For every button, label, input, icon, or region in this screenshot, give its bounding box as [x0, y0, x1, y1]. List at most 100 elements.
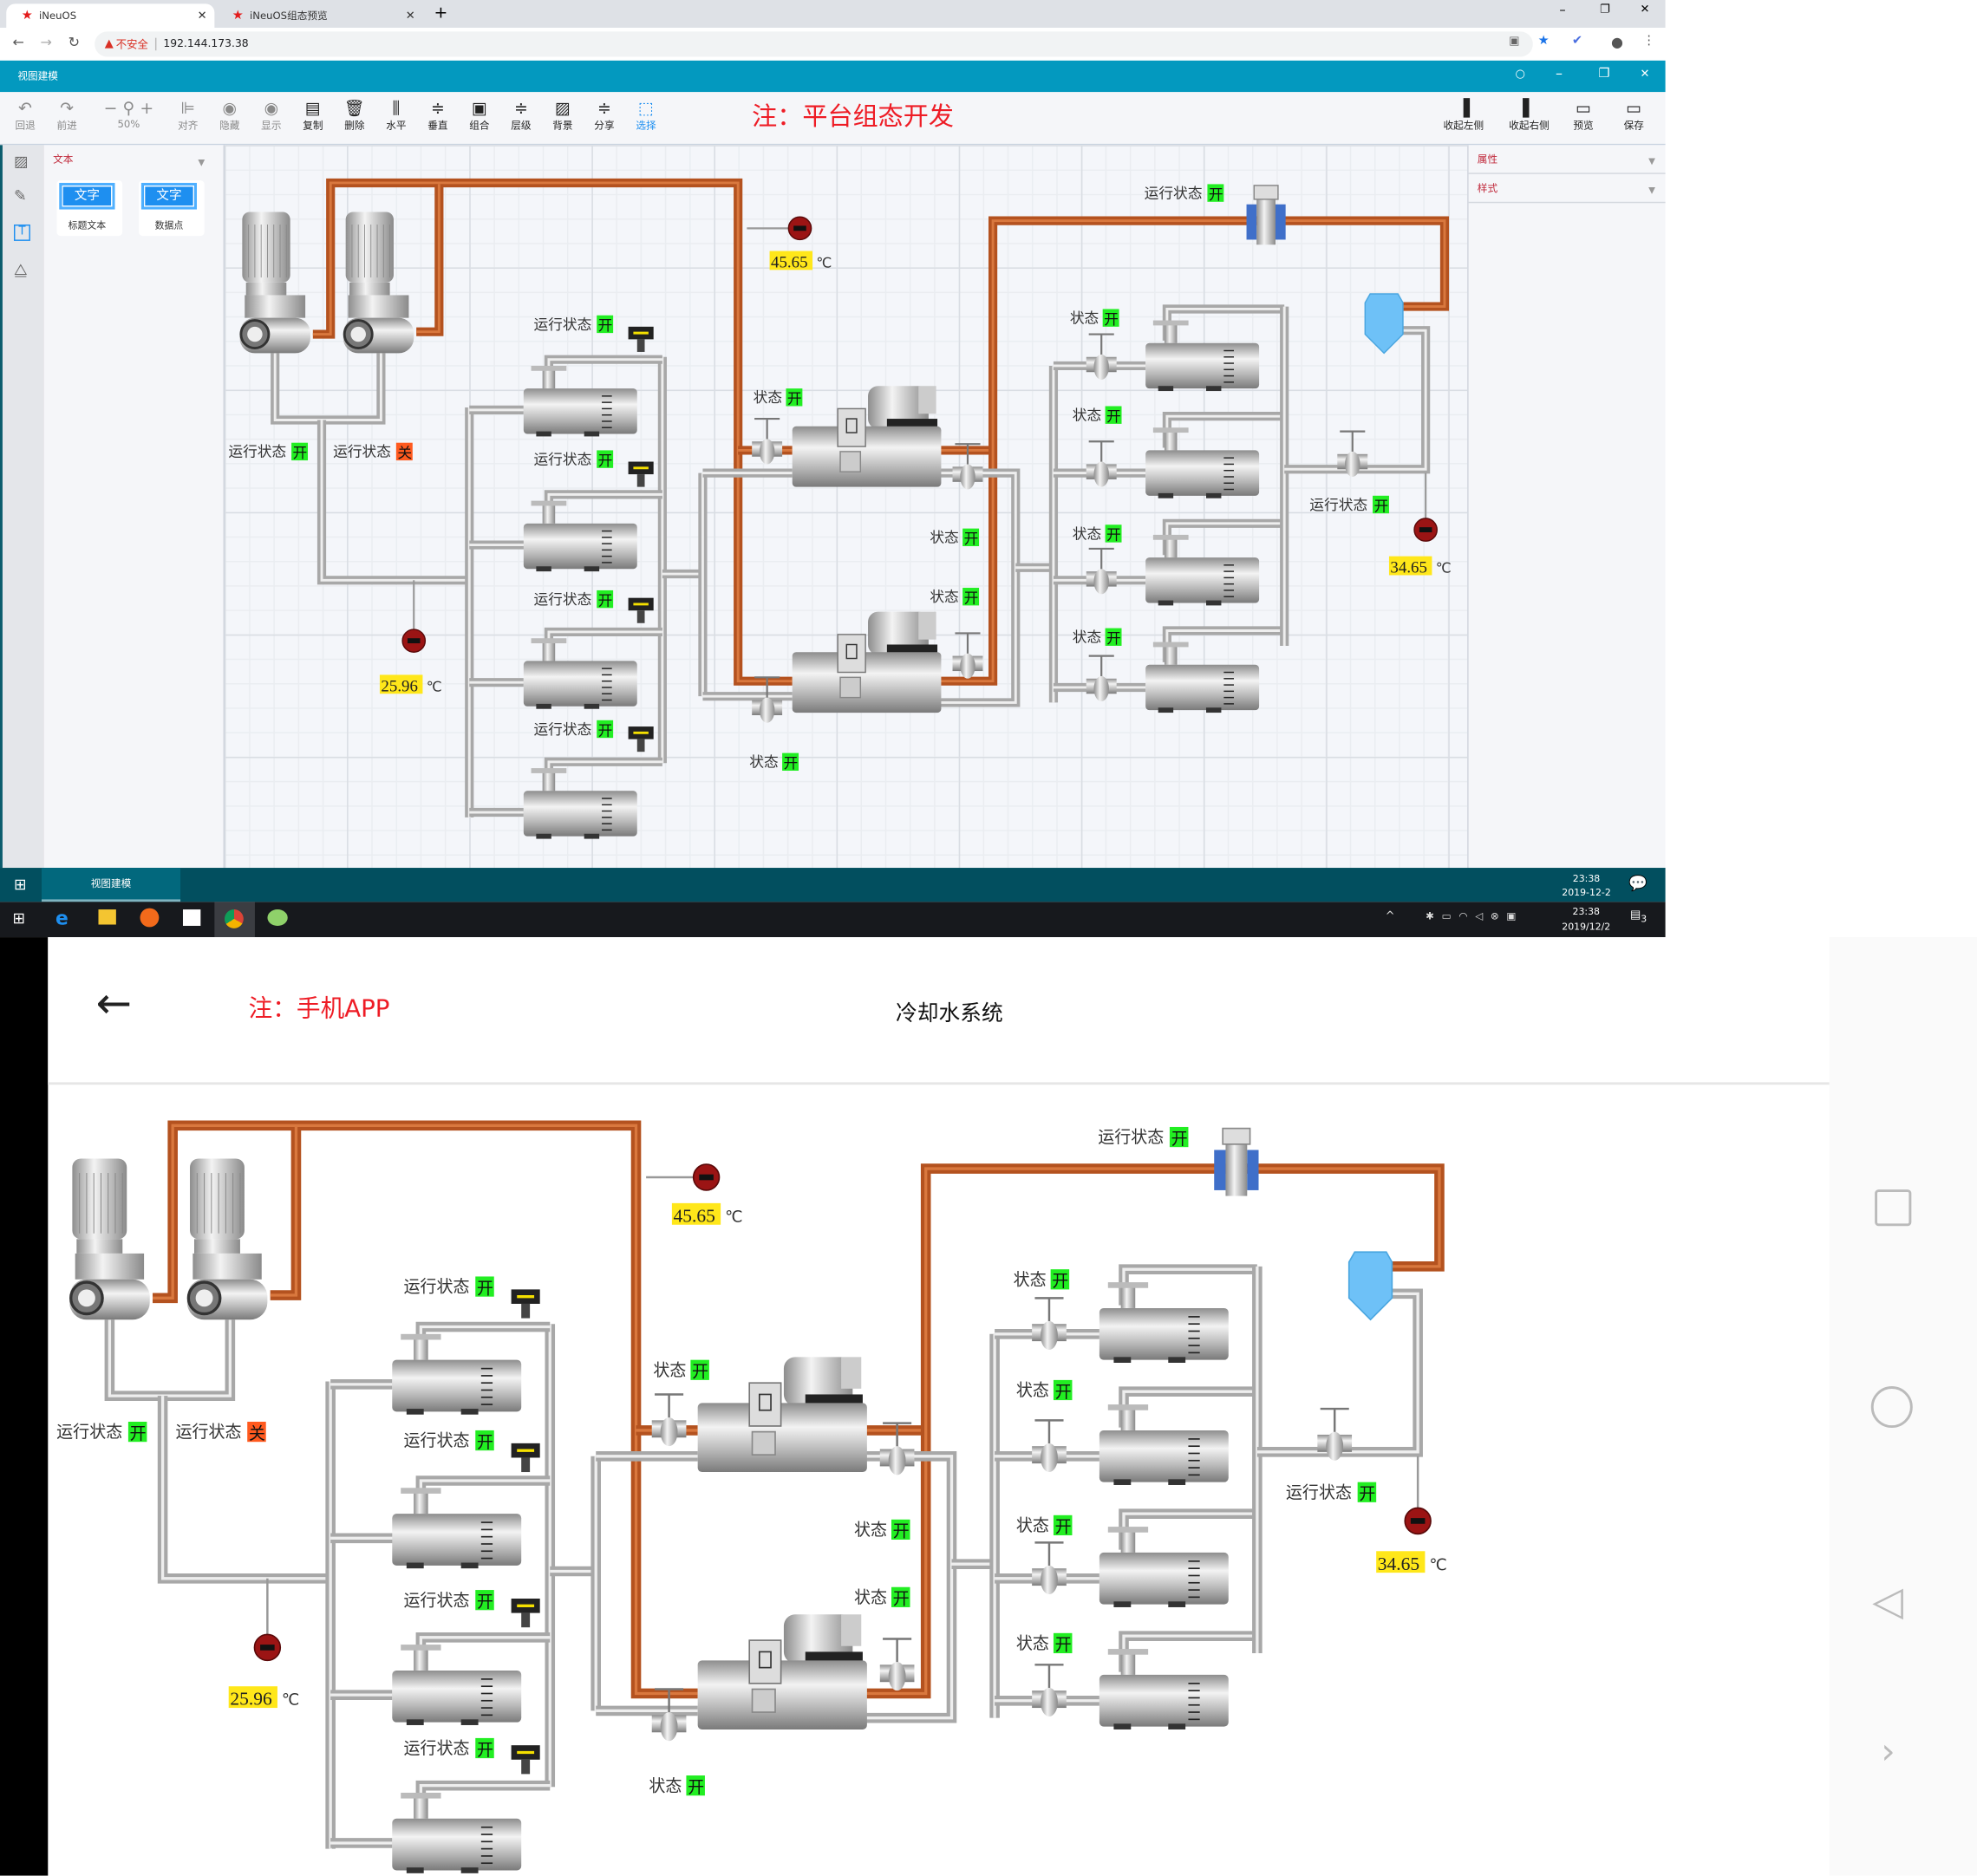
chiller-icon[interactable] [697, 1614, 867, 1729]
close-window-button[interactable]: ✕ [1640, 3, 1650, 16]
style-section[interactable]: 样式▼ [1468, 174, 1666, 204]
collapse-right-button[interactable]: ▌收起右侧 [1504, 100, 1554, 133]
heat-exchanger-icon[interactable] [392, 1792, 522, 1873]
redo-button[interactable]: ↷前进 [47, 100, 88, 133]
pump-icon[interactable] [69, 1158, 150, 1320]
preview-button[interactable]: ▭预览 [1563, 100, 1604, 133]
chevron-down-icon[interactable]: ▼ [198, 157, 206, 168]
valve-icon[interactable] [879, 1422, 915, 1475]
valve-icon[interactable] [1032, 1541, 1067, 1595]
flow-display-icon[interactable] [511, 1745, 540, 1775]
windows-start-icon[interactable]: ⊞ [12, 909, 26, 928]
wechat-icon[interactable] [267, 909, 288, 926]
edge-browser-icon[interactable]: e [55, 907, 69, 930]
component-data-point[interactable]: 文字 数据点 [139, 180, 205, 237]
chrome-taskbar-item[interactable] [214, 902, 255, 938]
flow-display-icon[interactable] [511, 1289, 540, 1319]
cooling-tower-icon[interactable] [1347, 1251, 1393, 1321]
pump-icon[interactable] [186, 1158, 268, 1320]
app-restore-button[interactable]: ❐ [1598, 67, 1610, 81]
profile-icon[interactable]: ● [1611, 34, 1624, 51]
windows-logo-icon[interactable]: ⊞ [14, 875, 27, 894]
new-tab-button[interactable]: + [434, 3, 448, 23]
group-button[interactable]: ▣组合 [460, 100, 500, 133]
bookmark-star-icon[interactable]: ★ [1537, 34, 1550, 49]
flow-display-icon[interactable] [511, 1443, 540, 1473]
popup-blocked-icon[interactable]: ▣ [1509, 35, 1520, 49]
valve-icon[interactable] [1032, 1664, 1067, 1717]
home-button[interactable] [1870, 1386, 1913, 1429]
properties-section[interactable]: 属性▼ [1468, 145, 1666, 174]
design-canvas[interactable] [223, 145, 1468, 869]
recent-apps-button[interactable] [1875, 1189, 1912, 1227]
app-minimize-button[interactable]: – [1556, 65, 1563, 82]
tab-ineuos[interactable]: ★iNeuOS✕ [6, 3, 215, 29]
status-label-text: 运行状态 [404, 1278, 470, 1297]
temperature-sensor-icon[interactable] [253, 1633, 282, 1662]
share-button[interactable]: ≑分享 [584, 100, 625, 133]
heat-exchanger-icon[interactable] [392, 1645, 522, 1725]
extension-icon[interactable]: ✔ [1571, 34, 1583, 49]
chiller-icon[interactable] [697, 1357, 867, 1473]
align-button[interactable]: ⊫对齐 [168, 100, 209, 133]
firefox-icon[interactable] [140, 908, 160, 928]
tray-expand-icon[interactable]: ^ [1385, 910, 1395, 924]
valve-icon[interactable] [651, 1393, 687, 1447]
valve-icon[interactable] [1032, 1419, 1067, 1473]
chevron-right-button[interactable]: › [1881, 1730, 1895, 1773]
close-tab-icon[interactable]: ✕ [197, 9, 207, 23]
heat-exchanger-icon[interactable] [1099, 1527, 1229, 1607]
close-tab-icon[interactable]: ✕ [405, 9, 415, 23]
taskbar-app-item[interactable]: 视图建模 [42, 868, 181, 902]
heat-exchanger-icon[interactable] [392, 1333, 522, 1415]
heat-exchanger-icon[interactable] [1099, 1404, 1229, 1485]
undo-button[interactable]: ↶回退 [5, 100, 46, 133]
copy-button[interactable]: ▤复制 [293, 100, 334, 133]
system-tray-icons[interactable]: ✱▭◠◁⊗▣ [1426, 910, 1524, 922]
layer-button[interactable]: ≑层级 [501, 100, 542, 133]
notification-center-button[interactable]: ▤3 [1629, 909, 1648, 925]
chat-icon[interactable]: 💬 [1628, 874, 1648, 892]
url-input[interactable]: ▲ 不安全 192.144.173.38 [95, 31, 1533, 57]
forward-button[interactable]: → [40, 34, 52, 51]
heat-exchanger-icon[interactable] [1099, 1282, 1229, 1363]
settings-circle-icon[interactable]: ○ [1515, 68, 1525, 81]
valve-icon[interactable] [879, 1638, 915, 1691]
save-button[interactable]: ▭保存 [1614, 100, 1654, 133]
flow-display-icon[interactable] [511, 1599, 540, 1628]
heat-exchanger-icon[interactable] [392, 1488, 522, 1569]
component-title-text[interactable]: 文字 标题文本 [56, 180, 123, 237]
flowmeter-icon[interactable] [1214, 1127, 1259, 1196]
collapse-left-button[interactable]: ▐收起左侧 [1439, 100, 1489, 133]
reload-button[interactable]: ↻ [68, 34, 80, 51]
back-triangle-button[interactable]: ◁ [1872, 1576, 1904, 1625]
valve-icon[interactable] [651, 1688, 687, 1742]
back-arrow-button[interactable]: ← [95, 979, 133, 1030]
text-tool-icon[interactable]: T [14, 224, 30, 241]
select-button[interactable]: ⬚选择 [626, 100, 667, 133]
photos-icon[interactable] [182, 909, 201, 926]
temperature-sensor-icon[interactable] [1404, 1507, 1432, 1535]
hide-button[interactable]: ◉隐藏 [210, 100, 251, 133]
app-close-button[interactable]: ✕ [1640, 68, 1650, 81]
restore-window-button[interactable]: ❐ [1599, 3, 1610, 16]
magic-wand-icon[interactable]: ✎ [14, 186, 27, 205]
vertical-button[interactable]: ≑垂直 [418, 100, 459, 133]
heat-exchanger-icon[interactable] [1099, 1649, 1229, 1729]
background-button[interactable]: ▨背景 [543, 100, 584, 133]
zoom-control[interactable]: − ⚲ +50% [101, 100, 156, 130]
valve-icon[interactable] [1032, 1297, 1067, 1351]
horizontal-button[interactable]: ⫼水平 [376, 100, 417, 133]
tab-preview[interactable]: ★iNeuOS组态预览✕ [217, 3, 422, 28]
temperature-sensor-icon[interactable] [692, 1163, 721, 1191]
menu-icon[interactable]: ⋮ [1642, 34, 1655, 49]
image-icon[interactable]: ▨ [14, 153, 29, 171]
show-button[interactable]: ◉显示 [251, 100, 292, 133]
back-button[interactable]: ← [12, 34, 24, 51]
file-explorer-icon[interactable] [98, 909, 116, 925]
shapes-icon[interactable]: ⧋ [14, 261, 28, 279]
minimize-window-button[interactable]: – [1559, 3, 1566, 18]
delete-button[interactable]: 🗑删除 [335, 100, 375, 133]
valve-icon[interactable] [1317, 1407, 1353, 1461]
